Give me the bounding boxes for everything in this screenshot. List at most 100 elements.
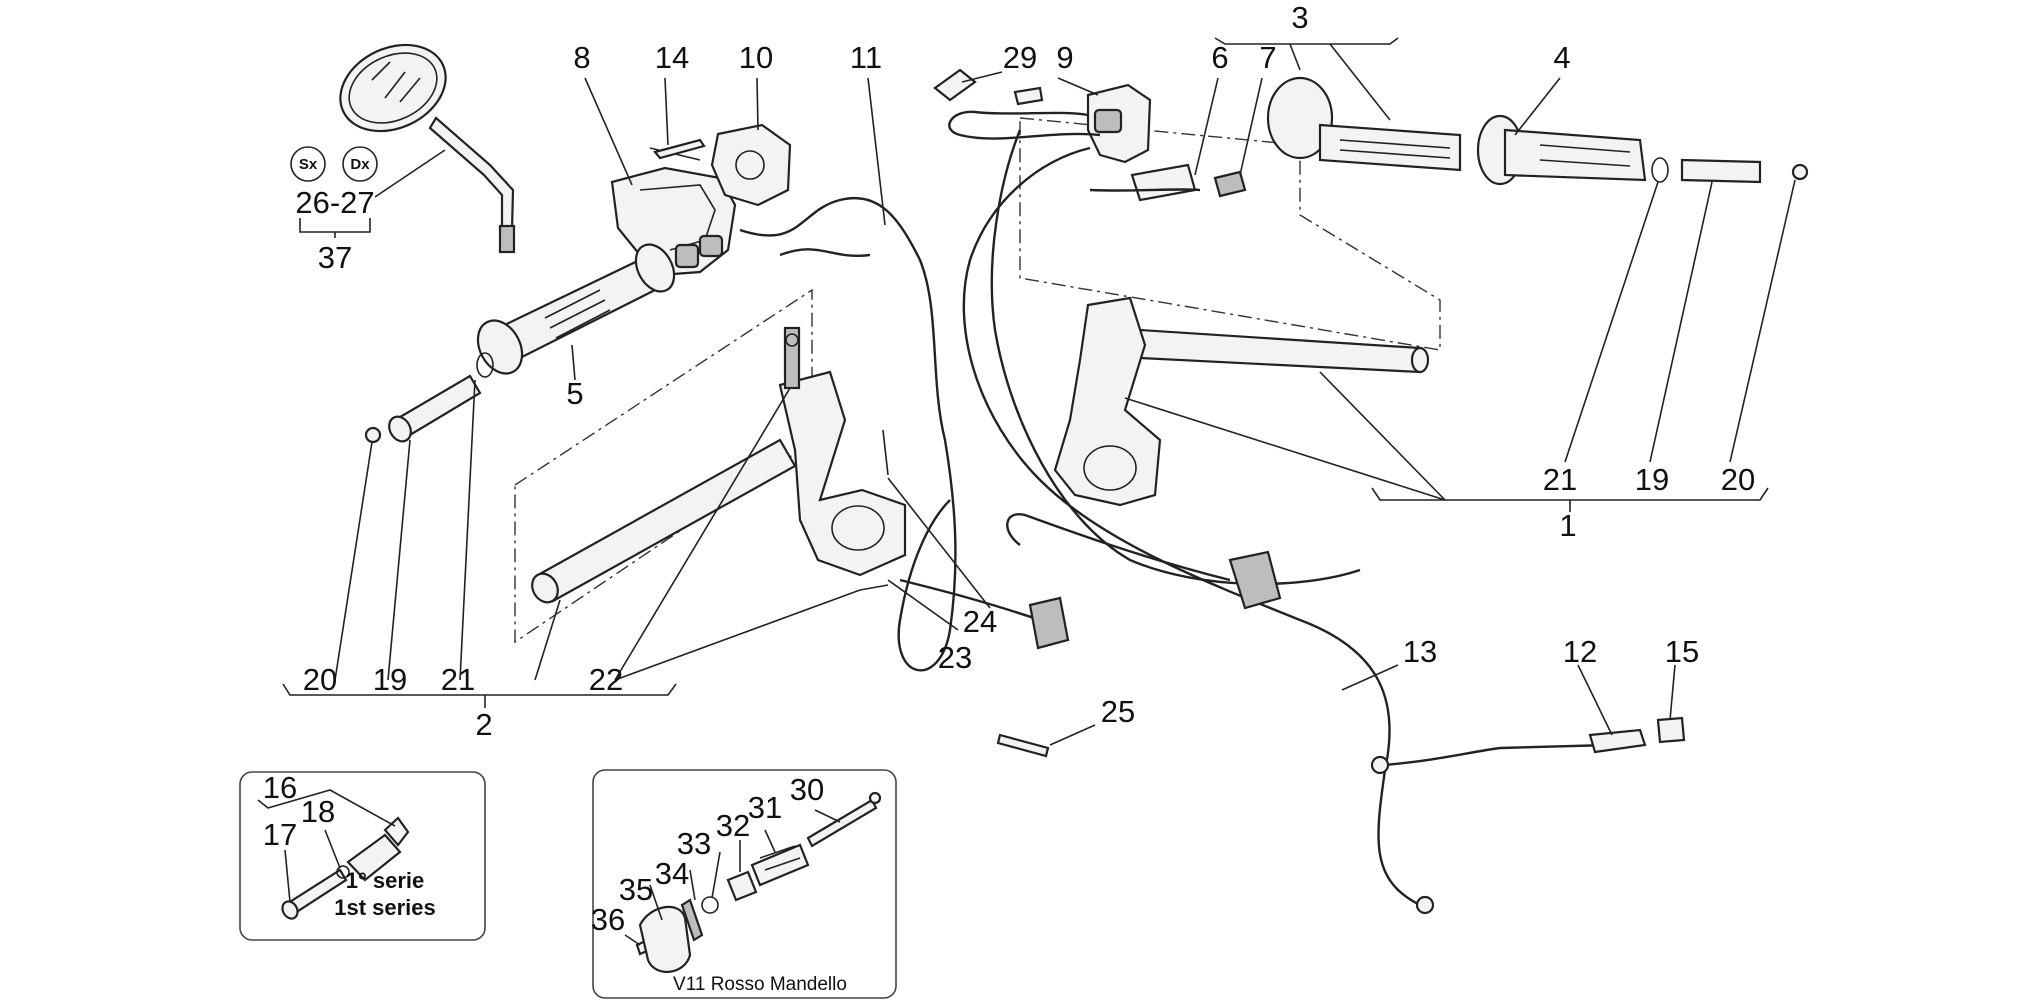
cable-13	[962, 146, 1421, 907]
cable-12	[1384, 743, 1611, 767]
leader-12	[1577, 664, 1613, 736]
leader-6	[1194, 77, 1219, 176]
bracket-1	[1371, 487, 1769, 512]
screw-14-shape	[653, 138, 706, 160]
leader-2-tube	[534, 599, 561, 681]
switch-wire	[779, 248, 871, 257]
leader-21-right	[1564, 181, 1659, 463]
part-6	[1130, 163, 1197, 202]
bracket-2	[282, 683, 677, 708]
left-grip	[476, 243, 676, 375]
right-throttle-housing	[1086, 83, 1152, 164]
right-throttle-grip	[1266, 76, 1462, 172]
cap-15	[1656, 716, 1686, 744]
label-29: 29	[1003, 40, 1037, 75]
label-8: 8	[573, 40, 590, 75]
leader-24	[887, 477, 991, 609]
inset-first-series	[239, 771, 486, 941]
screw-20-right	[1791, 163, 1809, 181]
leader-5	[571, 344, 576, 381]
left-handlebar-tube	[531, 438, 797, 604]
label-4: 4	[1553, 40, 1570, 75]
label-37: 37	[318, 240, 352, 275]
label-1: 1	[1559, 508, 1576, 543]
spring-12	[1588, 728, 1647, 754]
leader-1	[1124, 371, 1446, 501]
label-25: 25	[1101, 694, 1135, 729]
label-6: 6	[1211, 40, 1228, 75]
label-32: 32	[716, 808, 750, 843]
label-34: 34	[655, 856, 689, 891]
inset-variant-parts	[635, 791, 882, 973]
bar-end-weight-19-right	[1680, 158, 1762, 184]
label-36: 36	[591, 902, 625, 937]
leader-19-left	[387, 439, 411, 681]
bracket-16	[257, 789, 396, 827]
label-33: 33	[677, 826, 711, 861]
label-21-left: 21	[441, 662, 475, 697]
label-16: 16	[263, 770, 297, 805]
leader-26-27	[374, 149, 446, 198]
label-5: 5	[566, 376, 583, 411]
leader-7	[1239, 77, 1263, 176]
leader-29	[961, 71, 1003, 83]
wire-small	[1089, 188, 1201, 192]
leader-20-left	[334, 441, 373, 681]
sx-badge: Sx	[290, 146, 326, 182]
label-7: 7	[1259, 40, 1276, 75]
inset-series-it: 1° serie	[346, 868, 425, 893]
label-23: 23	[938, 640, 972, 675]
label-12: 12	[1563, 634, 1597, 669]
cable-end	[1415, 895, 1435, 915]
label-10: 10	[739, 40, 773, 75]
label-24: 24	[963, 604, 997, 639]
connector-24	[1028, 596, 1070, 650]
label-2: 2	[475, 707, 492, 742]
label-22: 22	[589, 662, 623, 697]
clamp-screw-22	[859, 584, 889, 591]
leader-17-18	[284, 829, 341, 903]
cable-bead	[1370, 755, 1390, 775]
mirror-part	[339, 43, 516, 254]
leader-11	[867, 77, 886, 226]
label-20-left: 20	[303, 662, 337, 697]
connector-29	[933, 68, 1044, 106]
leader-8	[584, 77, 633, 186]
right-grip-4	[1476, 114, 1647, 186]
label-19-right: 19	[1635, 462, 1669, 497]
label-11: 11	[850, 40, 882, 75]
o-ring-21-left	[476, 352, 494, 378]
o-ring-21-right	[1651, 157, 1669, 183]
label-3: 3	[1291, 0, 1308, 35]
left-clamp	[778, 326, 907, 577]
inset-variant	[592, 769, 897, 999]
left-switch-housing	[610, 166, 737, 277]
right-handlebar-tube	[1138, 328, 1430, 374]
bracket-37	[299, 218, 371, 238]
leader-10	[756, 77, 759, 131]
cable-11	[739, 196, 957, 672]
part-25	[996, 733, 1050, 758]
leader-9	[1057, 77, 1099, 96]
left-switch-cover	[710, 123, 792, 207]
leader-4	[1514, 77, 1561, 136]
connector-right	[1228, 550, 1282, 610]
label-18: 18	[301, 794, 335, 829]
leader-20-right	[1729, 179, 1796, 463]
leader-3	[1289, 43, 1391, 121]
right-clamp	[1053, 296, 1162, 507]
label-35: 35	[619, 872, 653, 907]
leader-21-left	[459, 379, 476, 681]
label-21-right: 21	[1543, 462, 1577, 497]
inset-first-series-parts	[281, 816, 410, 920]
label-9: 9	[1056, 40, 1073, 75]
leader-14	[664, 77, 669, 146]
inset-variant-label: V11 Rosso Mandello	[673, 974, 847, 995]
wire-29	[948, 110, 1101, 140]
leader-22	[614, 387, 861, 681]
part-7	[1213, 170, 1247, 198]
dx-badge: Dx	[342, 146, 378, 182]
label-20-right: 20	[1721, 462, 1755, 497]
